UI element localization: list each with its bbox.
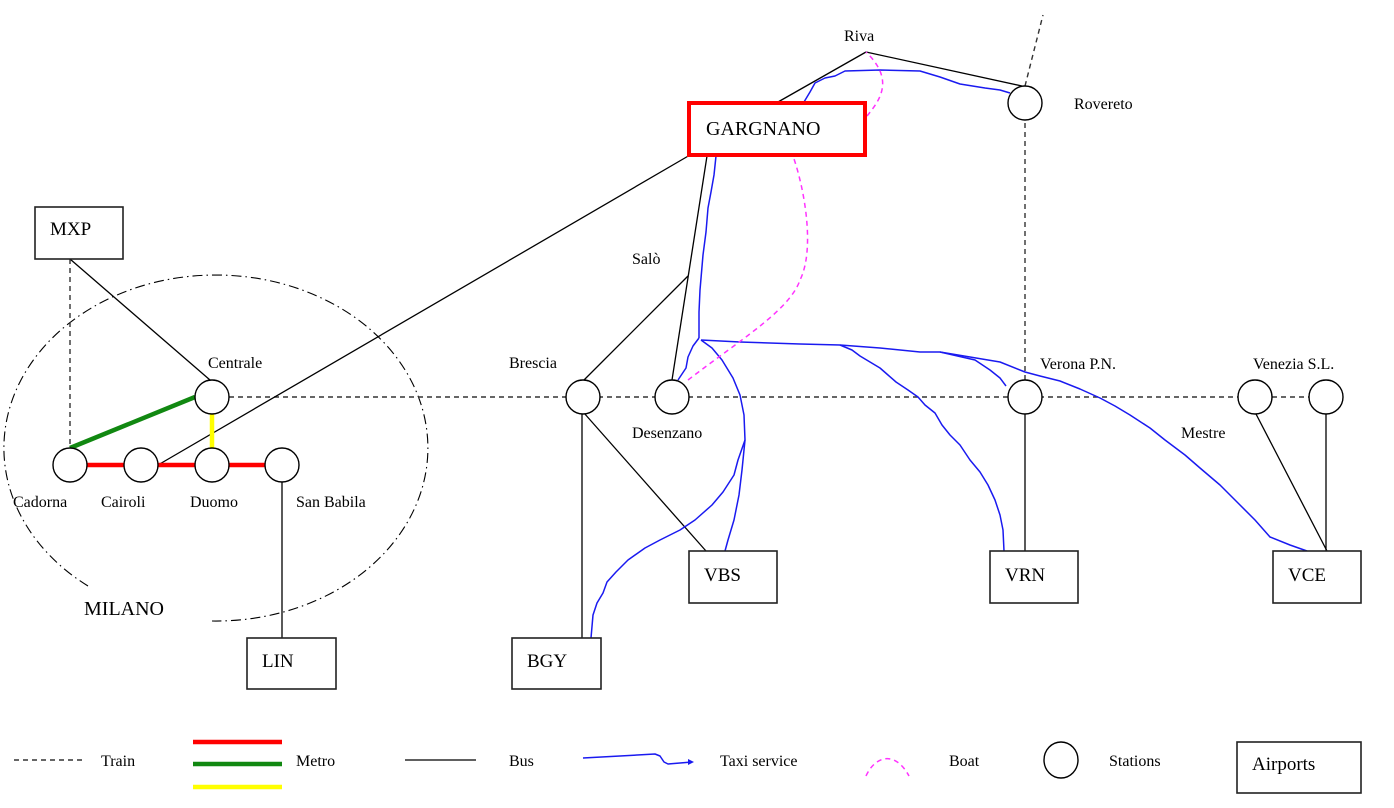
label-salo: Salò [632, 251, 660, 268]
destination-gargnano[interactable]: GARGNANO [687, 101, 867, 157]
airport-label-vbs: VBS [704, 565, 741, 586]
airport-label-lin: LIN [262, 651, 294, 672]
airport-lin[interactable]: LIN [246, 637, 337, 690]
station-verona[interactable] [1007, 379, 1043, 415]
label-brescia: Brescia [509, 355, 557, 372]
label-verona: Verona P.N. [1040, 356, 1116, 373]
legend-stations-label: Stations [1109, 753, 1161, 770]
city-label-milano: MILANO [84, 598, 164, 620]
airport-label-vrn: VRN [1005, 565, 1045, 586]
legend: Train Metro Bus Taxi service Boat Statio… [14, 739, 1362, 794]
legend-airports-label: Airports [1252, 754, 1315, 775]
legend-boat-swatch [865, 757, 910, 777]
label-san-babila: San Babila [296, 494, 366, 511]
label-cadorna: Cadorna [13, 494, 67, 511]
train-rovereto-north [1024, 14, 1044, 87]
label-venezia: Venezia S.L. [1253, 356, 1334, 373]
station-cairoli[interactable] [123, 447, 159, 483]
station-desenzano[interactable] [654, 379, 690, 415]
station-centrale[interactable] [194, 379, 230, 415]
station-brescia[interactable] [565, 379, 601, 415]
destination-label: GARGNANO [706, 118, 820, 140]
taxi-hub-east [700, 339, 1308, 552]
label-duomo: Duomo [190, 494, 238, 511]
label-mestre: Mestre [1181, 425, 1225, 442]
bus-desenzano-gargnano [671, 155, 708, 381]
airport-vbs[interactable]: VBS [688, 550, 778, 604]
bus-riva-rovereto [865, 51, 1023, 87]
boat-desenzano-gargnano [687, 155, 809, 381]
taxi-hub-vbs [700, 339, 746, 552]
legend-boat: Boat [865, 753, 980, 777]
station-cadorna[interactable] [52, 447, 88, 483]
metro-lines [69, 394, 265, 468]
legend-bus-label: Bus [509, 753, 534, 770]
airport-label-bgy: BGY [527, 651, 567, 672]
milano-boundary [3, 274, 429, 622]
legend-taxi: Taxi service [582, 753, 798, 770]
taxi-hub-desenzano [677, 337, 700, 381]
taxi-gargnano-rovereto [803, 69, 1011, 103]
taxi-routes [590, 69, 1308, 639]
legend-train: Train [14, 753, 135, 770]
bus-mxp-centrale [69, 258, 211, 381]
airport-label-vce: VCE [1288, 565, 1326, 586]
bus-brescia-vbs [583, 412, 707, 552]
legend-bus: Bus [405, 753, 534, 770]
airport-vrn[interactable]: VRN [989, 550, 1079, 604]
airport-vce[interactable]: VCE [1272, 550, 1362, 604]
airport-mxp[interactable]: MXP [34, 206, 124, 260]
label-cairoli: Cairoli [101, 494, 146, 511]
legend-taxi-arrowhead [688, 759, 694, 765]
boat-gargnano-riva [865, 51, 884, 117]
label-centrale: Centrale [208, 355, 262, 372]
metro-green-line [69, 394, 196, 451]
station-duomo[interactable] [194, 447, 230, 483]
legend-boat-label: Boat [949, 753, 980, 770]
airport-bgy[interactable]: BGY [511, 637, 602, 690]
bus-gargnano-riva [777, 51, 867, 103]
airport-label-mxp: MXP [50, 219, 91, 240]
legend-taxi-label: Taxi service [720, 753, 798, 770]
bus-cairoli-gargnano [157, 154, 691, 466]
label-riva: Riva [844, 28, 874, 45]
legend-taxi-swatch [582, 753, 693, 765]
legend-train-label: Train [101, 753, 135, 770]
legend-stations: Stations [1043, 741, 1161, 779]
bus-brescia-salo [583, 275, 689, 381]
boat-routes [687, 51, 884, 381]
label-desenzano: Desenzano [632, 425, 702, 442]
taxi-vbs-bgy [590, 439, 746, 639]
label-rovereto: Rovereto [1074, 96, 1133, 113]
legend-airports: Airports [1236, 741, 1362, 794]
legend-metro: Metro [193, 739, 335, 790]
station-rovereto[interactable] [1007, 85, 1043, 121]
taxi-gargnano-hub [698, 155, 717, 338]
station-mestre[interactable] [1237, 379, 1273, 415]
station-san-babila[interactable] [264, 447, 300, 483]
train-lines [69, 14, 1309, 448]
legend-station-swatch [1043, 741, 1079, 779]
taxi-hub-vrn [839, 344, 1005, 552]
bus-lines [69, 51, 1328, 638]
taxi-hub-verona [939, 351, 1007, 387]
legend-metro-label: Metro [296, 753, 335, 770]
bus-mestre-vce [1255, 413, 1328, 552]
station-venezia[interactable] [1308, 379, 1344, 415]
